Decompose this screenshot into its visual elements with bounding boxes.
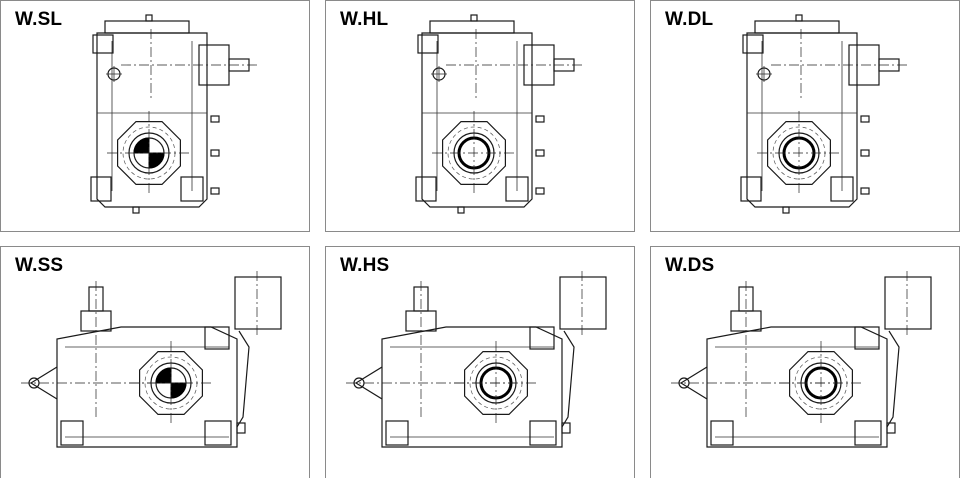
foot [529, 420, 557, 446]
motor-block [559, 276, 607, 330]
support-arm [886, 330, 900, 428]
bolt [860, 115, 870, 123]
shaft-housing [139, 350, 203, 415]
support-arm [561, 330, 575, 428]
diagram-panel-w-dl: W.DL [650, 0, 960, 232]
housing-outline [56, 326, 238, 448]
drain-plug [782, 206, 790, 214]
gearbox-vertical-drawing [740, 14, 907, 214]
foot [740, 176, 762, 202]
foot [854, 420, 882, 446]
gearbox-vertical-drawing [415, 14, 582, 214]
shaft-housing [766, 120, 831, 185]
foot [180, 176, 204, 202]
bolt [860, 187, 870, 195]
lifting-lug [92, 34, 114, 54]
motor-block [884, 276, 932, 330]
foot [710, 420, 734, 446]
bolt [210, 115, 220, 123]
foot [204, 420, 232, 446]
bolt [210, 149, 220, 157]
diagram-panel-w-ss: W.SS [0, 246, 310, 478]
housing-outline [706, 326, 888, 448]
housing-outline [746, 32, 858, 208]
housing-outline [421, 32, 533, 208]
motor-block [234, 276, 282, 330]
bolt [210, 187, 220, 195]
gearbox-horizontal-drawing [346, 271, 607, 448]
top-cover [754, 20, 840, 34]
lifting-lug [742, 34, 764, 54]
drain-plug [132, 206, 140, 214]
foot [830, 176, 854, 202]
panel-label: W.HL [340, 9, 389, 30]
panel-label: W.DL [665, 9, 714, 30]
foot [60, 420, 84, 446]
panel-label: W.HS [340, 255, 390, 276]
gearbox-horizontal-drawing [671, 271, 932, 448]
bolt [860, 149, 870, 157]
shaft-housing [464, 350, 528, 415]
housing-outline [381, 326, 563, 448]
top-cover [104, 20, 190, 34]
center-mark [155, 367, 172, 384]
foot [505, 176, 529, 202]
diagram-panel-w-hs: W.HS [325, 246, 635, 478]
foot [385, 420, 409, 446]
lifting-lug [417, 34, 439, 54]
foot [90, 176, 112, 202]
center-mark [133, 137, 150, 154]
panel-label: W.DS [665, 255, 715, 276]
shaft-housing [789, 350, 853, 415]
bolt [236, 422, 246, 434]
diagram-panel-w-sl: W.SL [0, 0, 310, 232]
breather [145, 14, 153, 22]
support-arm [236, 330, 250, 428]
lifting-lug [854, 326, 880, 350]
panel-label: W.SL [15, 9, 63, 30]
bolt [535, 149, 545, 157]
breather [470, 14, 478, 22]
top-cover [429, 20, 515, 34]
drain-plug [457, 206, 465, 214]
gearbox-horizontal-drawing [21, 271, 282, 448]
housing-outline [96, 32, 208, 208]
bolt [561, 422, 571, 434]
diagram-panel-w-ds: W.DS [650, 246, 960, 478]
lifting-lug [204, 326, 230, 350]
gearbox-vertical-drawing [90, 14, 257, 214]
bolt [886, 422, 896, 434]
foot [415, 176, 437, 202]
shaft-housing [116, 120, 181, 185]
breather [795, 14, 803, 22]
diagram-panel-w-hl: W.HL [325, 0, 635, 232]
panel-label: W.SS [15, 255, 64, 276]
lifting-lug [529, 326, 555, 350]
center-mark [170, 382, 187, 399]
bolt [535, 187, 545, 195]
center-mark [148, 152, 165, 169]
shaft-housing [441, 120, 506, 185]
bolt [535, 115, 545, 123]
